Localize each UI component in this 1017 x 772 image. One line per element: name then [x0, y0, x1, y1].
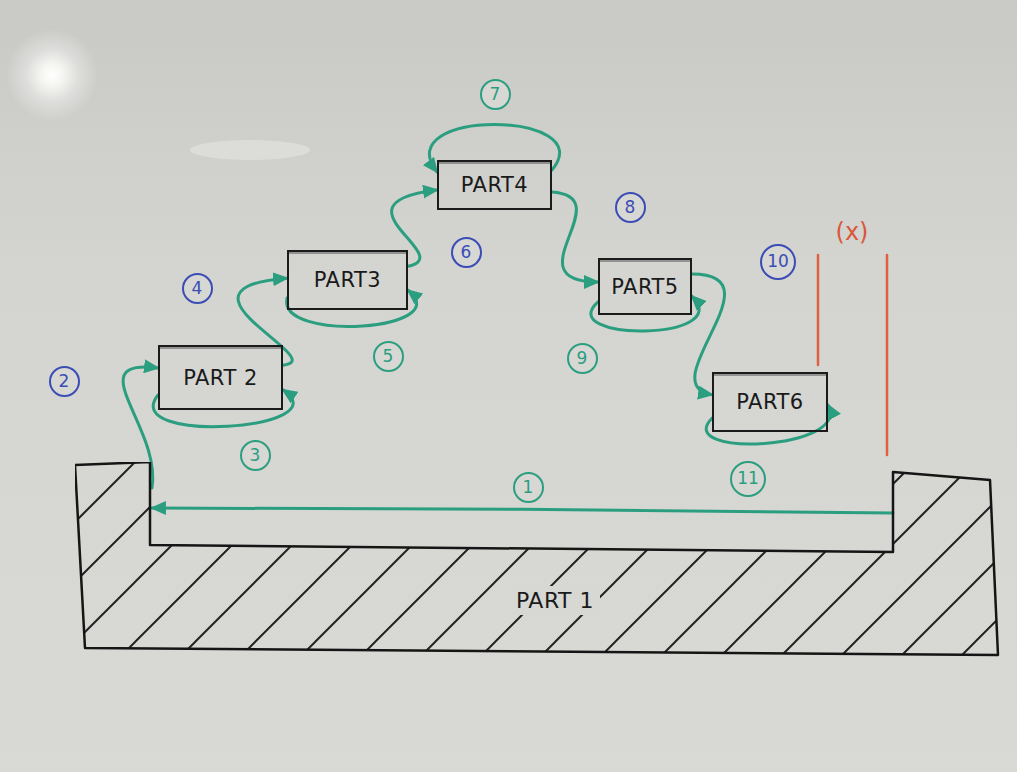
arrow-connector [692, 274, 725, 395]
part-box: PART3 [287, 250, 408, 310]
part-name: PART4 [461, 173, 528, 197]
callout-number: 6 [451, 237, 482, 268]
part-box: PART 2 [158, 345, 283, 410]
part-name: PART5 [611, 275, 678, 299]
callout-number: 7 [480, 79, 511, 110]
arrow-connector [552, 192, 598, 282]
part-box: PART5 [598, 258, 692, 315]
arrow-connector [429, 125, 559, 173]
arrow-connector [238, 278, 292, 365]
part-name: PART6 [736, 390, 803, 414]
callout-number: 9 [567, 343, 598, 374]
part-box: PART6 [712, 372, 828, 432]
callout-number: 5 [373, 341, 404, 372]
light-reflection [190, 140, 310, 160]
callout-number: 4 [182, 273, 213, 304]
arrow-connector [392, 190, 437, 266]
dimension-label: (x) [836, 218, 869, 246]
part-name: PART 2 [183, 366, 258, 390]
part-name: PART3 [314, 268, 381, 292]
callout-number: 1 [513, 472, 544, 503]
part-name: PART 1 [510, 586, 600, 615]
callout-number: 11 [730, 461, 766, 497]
hatched-base [75, 462, 998, 655]
callout-number: 10 [760, 244, 796, 280]
part-box: PART4 [437, 160, 552, 210]
dimension-line [886, 255, 889, 455]
arrow-connector [152, 508, 893, 513]
callout-number: 3 [240, 440, 271, 471]
callout-number: 2 [49, 366, 80, 397]
callout-number: 8 [615, 192, 646, 223]
dimension-line [817, 255, 820, 365]
